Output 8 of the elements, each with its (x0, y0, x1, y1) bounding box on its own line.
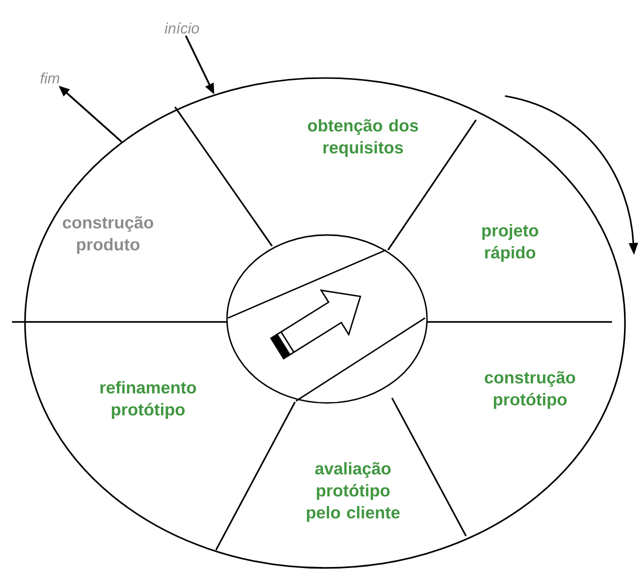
stage-label: construção produto (62, 216, 154, 254)
stage-label: obtenção dos requisitos (308, 119, 418, 157)
stage-label: projeto rápido (482, 224, 538, 262)
step-label: fim (40, 72, 60, 84)
stage-label: avaliação protótipo pelo cliente (306, 462, 400, 522)
step-label: início (164, 22, 200, 34)
stage-label: construção protótipo (484, 371, 576, 409)
stage-label: refinamento protótipo (100, 381, 196, 419)
